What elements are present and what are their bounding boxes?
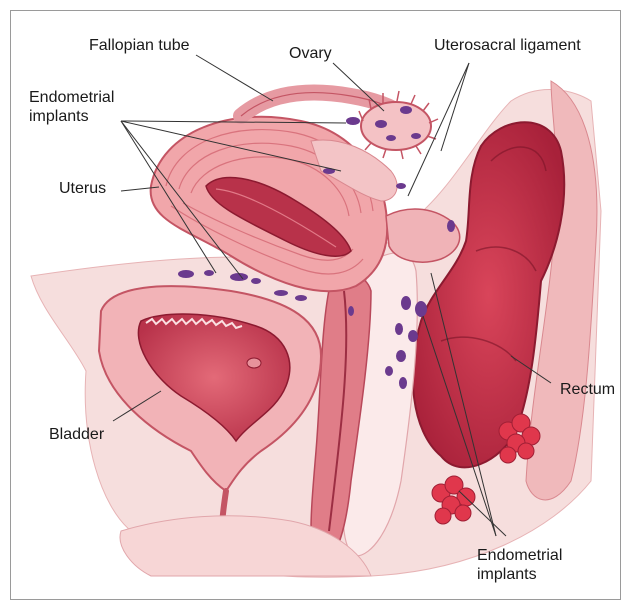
label-endometrial-implants-top-line1: Endometrial: [29, 88, 114, 107]
figure-frame: Fallopian tube Ovary Uterosacral ligamen…: [10, 10, 621, 600]
label-endometrial-implants-bottom-line2: implants: [477, 565, 537, 584]
label-ovary: Ovary: [289, 44, 332, 63]
label-bladder: Bladder: [49, 425, 104, 444]
label-rectum: Rectum: [560, 380, 615, 399]
label-uterosacral-ligament: Uterosacral ligament: [434, 36, 581, 55]
label-uterus: Uterus: [59, 179, 106, 198]
ureter-opening: [247, 358, 261, 368]
label-fallopian-tube: Fallopian tube: [89, 36, 190, 55]
label-endometrial-implants-top-line2: implants: [29, 107, 89, 126]
label-endometrial-implants-bottom-line1: Endometrial: [477, 546, 562, 565]
ovary: [361, 102, 431, 150]
